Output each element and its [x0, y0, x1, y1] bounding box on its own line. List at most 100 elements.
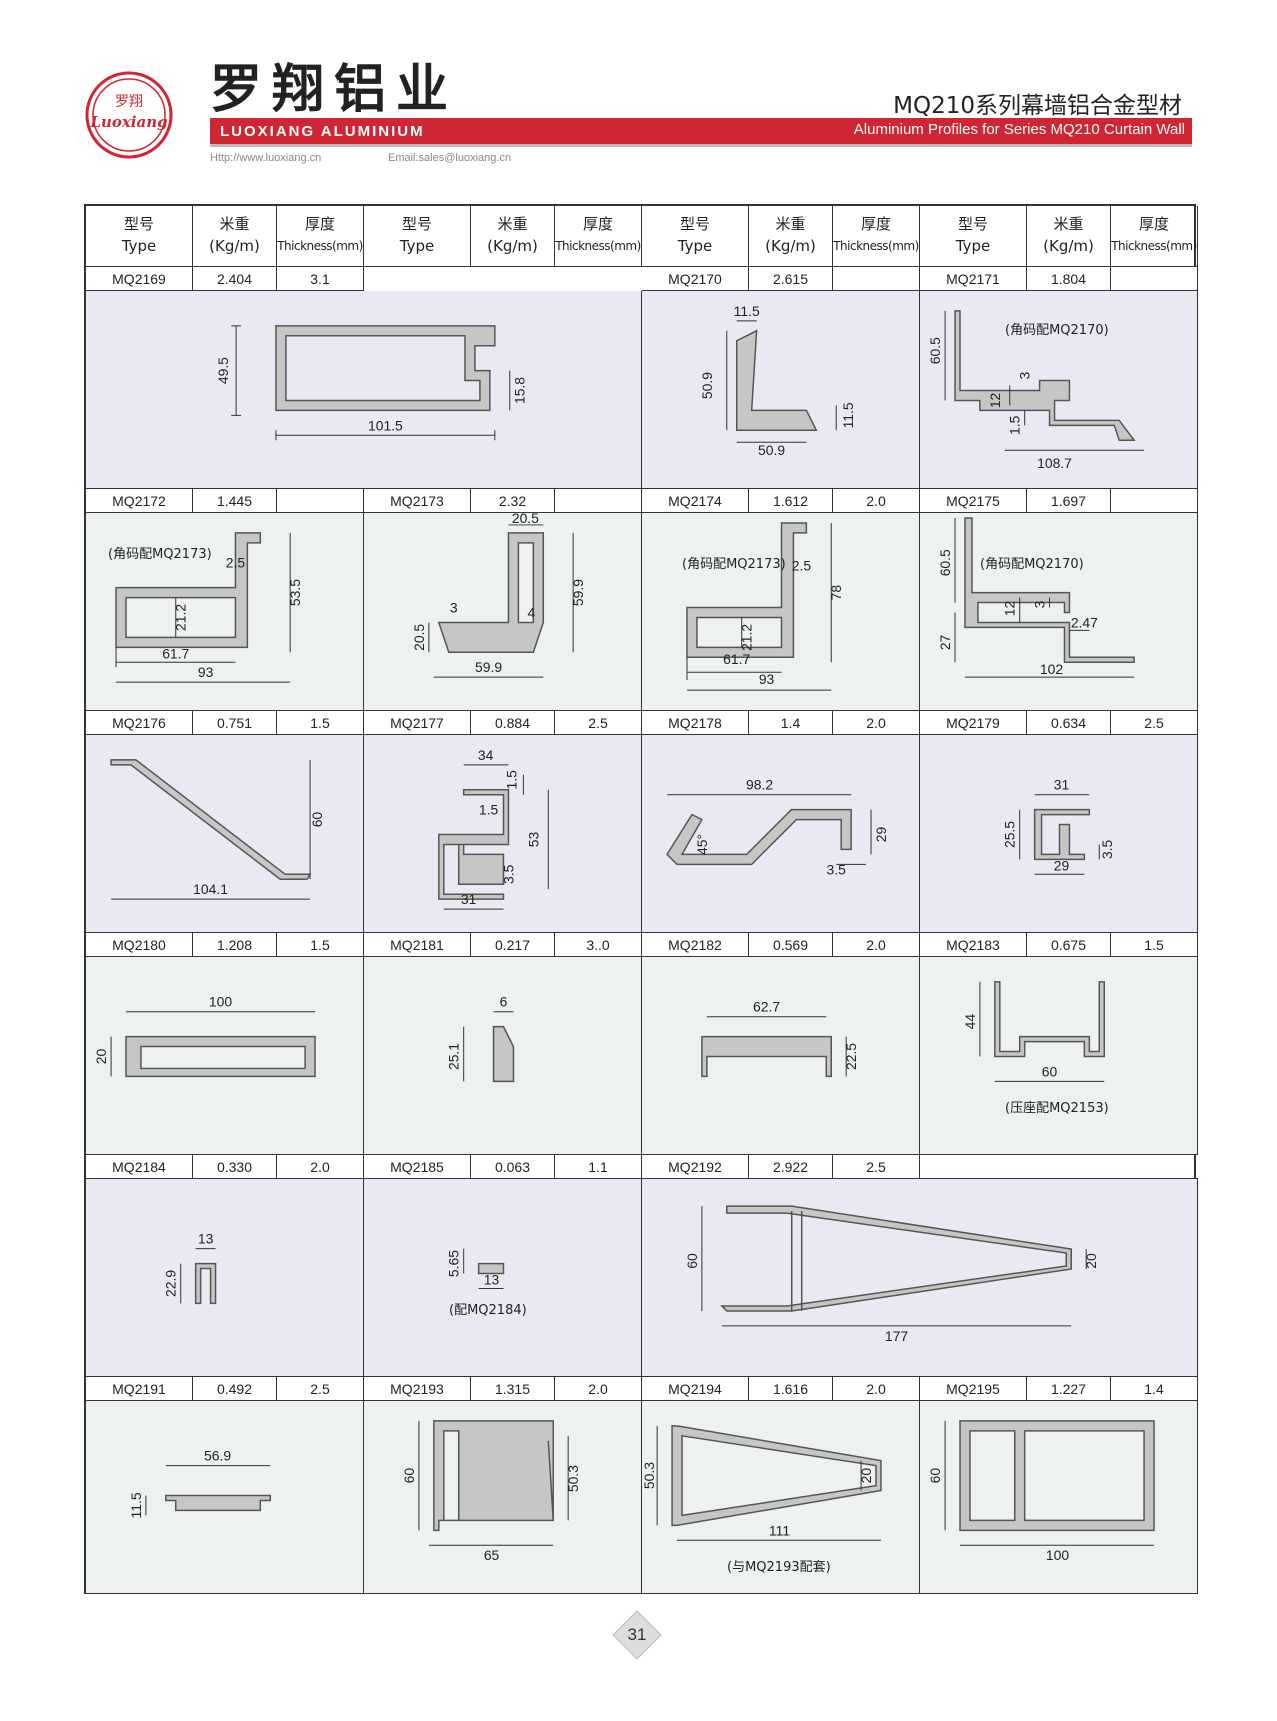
- dimension-label: 25.5: [1002, 821, 1018, 848]
- profile-weight: 1.208: [193, 933, 277, 957]
- dimension-label: 62.7: [753, 999, 780, 1015]
- dimension-label: 60.5: [927, 337, 943, 364]
- brand-band-shadow: [210, 144, 1192, 147]
- profile-weight: 0.063: [471, 1155, 555, 1179]
- profile-weight: 0.751: [193, 711, 277, 735]
- dimension-label: 34: [478, 747, 494, 763]
- column-header-en: Thickness(mm): [277, 239, 363, 253]
- dimension-label: 3.5: [1099, 839, 1115, 859]
- profile-type: MQ2181: [364, 933, 471, 957]
- column-header-cn: 米重: [1053, 215, 1084, 233]
- column-header-en: (Kg/m): [487, 237, 538, 255]
- profile-type: MQ2170: [642, 267, 749, 291]
- blank-label-space: [364, 267, 642, 291]
- profile-weight: 1.612: [749, 489, 833, 513]
- dimension-label: 49.5: [215, 357, 231, 384]
- dimension-label: 1.5: [503, 770, 519, 790]
- profile-thickness: 2.5: [1111, 711, 1198, 735]
- column-header-en: Type: [677, 237, 713, 255]
- profile-type: MQ2177: [364, 711, 471, 735]
- dimension-label: 3: [1032, 600, 1048, 608]
- dimension-label: 50.3: [565, 1465, 581, 1492]
- page-number-diamond: [612, 1610, 662, 1660]
- profile-weight: 2.32: [471, 489, 555, 513]
- dimension-label: 93: [198, 664, 214, 680]
- dimension-label: 5.65: [446, 1250, 462, 1277]
- dimension-label: 31: [461, 891, 477, 907]
- column-header-cn: 米重: [497, 215, 528, 233]
- dimension-label: 60: [309, 812, 325, 828]
- dimension-label: 50.3: [642, 1462, 657, 1489]
- dimension-label: 53: [525, 831, 541, 847]
- dimension-label: 12: [987, 392, 1003, 408]
- dimension-label: 3: [1017, 371, 1033, 379]
- column-header-cn: 型号: [957, 215, 988, 233]
- dimension-label: 50.9: [699, 372, 715, 399]
- profile-type: MQ2192: [642, 1155, 749, 1179]
- dimension-label: 111: [769, 1522, 790, 1538]
- profile-thickness: 2.0: [277, 1155, 364, 1179]
- column-header-cn: 型号: [123, 215, 154, 233]
- column-header-en: Thickness(mm): [833, 239, 919, 253]
- profile-note: (角码配MQ2170): [1005, 323, 1109, 338]
- dimension-label: 2.5: [792, 558, 812, 574]
- dimension-label: 20: [93, 1048, 109, 1064]
- profile-drawing: 98.245°293.5: [666, 777, 889, 877]
- profile-thickness: 3..0: [555, 933, 642, 957]
- profile-type: MQ2191: [86, 1377, 193, 1401]
- profile-weight: 1.616: [749, 1377, 833, 1401]
- column-header-en: Type: [121, 237, 157, 255]
- profile-weight: 0.492: [193, 1377, 277, 1401]
- profile-thickness: 2.0: [833, 489, 920, 513]
- profile-weight: 0.884: [471, 711, 555, 735]
- dimension-label: 6: [500, 994, 508, 1010]
- profile-type: MQ2193: [364, 1377, 471, 1401]
- dimension-label: 11.5: [840, 402, 856, 428]
- dimension-label: 60: [684, 1253, 700, 1269]
- email-text: Email:sales@luoxiang.cn: [388, 152, 512, 164]
- profile-weight: 0.330: [193, 1155, 277, 1179]
- profile-note: (与MQ2193配套): [727, 1560, 831, 1575]
- column-header-cn: 厚度: [304, 215, 335, 233]
- profile-weight: 1.4: [749, 711, 833, 735]
- dimension-label: 102: [1040, 661, 1063, 677]
- profile-thickness: 1.4: [1111, 1377, 1198, 1401]
- dimension-label: 3: [450, 599, 458, 615]
- profile-thickness: 2.0: [833, 933, 920, 957]
- website-text: Http://www.luoxiang.cn: [210, 152, 322, 164]
- profile-weight: 0.569: [749, 933, 833, 957]
- profile-thickness: 2.5: [277, 1377, 364, 1401]
- dimension-label: 100: [1046, 1547, 1069, 1563]
- column-header-cn: 厚度: [1138, 215, 1169, 233]
- column-header-en: Thickness(mm): [555, 239, 641, 253]
- dimension-label: 108.7: [1037, 455, 1072, 471]
- dimension-label: 93: [759, 671, 775, 687]
- dimension-label: 2.5: [226, 555, 246, 571]
- dimension-label: 29: [1054, 857, 1070, 873]
- column-header-cn: 型号: [679, 215, 710, 233]
- column-header-en: (Kg/m): [1043, 237, 1094, 255]
- profile-drawing: 62.722.5: [701, 999, 859, 1078]
- profile-drawing: 56.911.5: [128, 1448, 272, 1518]
- dimension-label: 27: [937, 634, 953, 650]
- column-header-cn: 米重: [219, 215, 250, 233]
- profile-thickness: 3.1: [277, 267, 364, 291]
- profile-thickness: 2.5: [833, 1155, 920, 1179]
- profile-thickness: 2.0: [833, 711, 920, 735]
- dimension-label: 12: [1002, 601, 1018, 617]
- profile-thickness: 2.0: [555, 1377, 642, 1401]
- column-header-cn: 型号: [401, 215, 432, 233]
